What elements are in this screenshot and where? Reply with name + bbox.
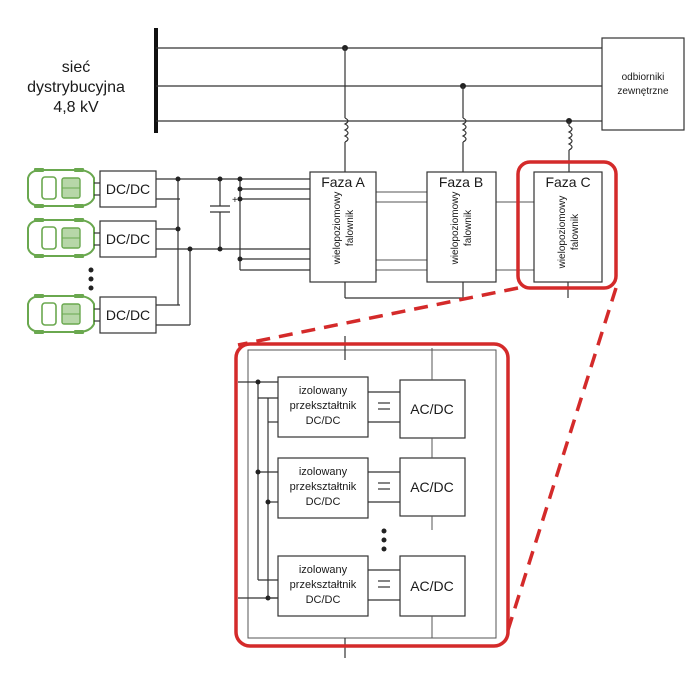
dcdc-box-3	[99, 296, 157, 334]
converter-module-2: izolowany przekształtnik DC/DC AC/DC	[255, 457, 466, 519]
grid-voltage: 4,8 kV	[53, 99, 99, 116]
phase-a-box	[309, 171, 377, 283]
external-loads-box	[601, 37, 685, 131]
iso-label-3: DC/DC	[306, 496, 341, 508]
ellipsis-dot	[88, 276, 94, 282]
phase-c-highlight	[516, 160, 618, 290]
iso-label-2: przekształtnik	[290, 400, 357, 412]
dcdc-label-2: DC/DC	[106, 231, 150, 247]
iso-dcdc-box-1	[277, 376, 369, 438]
loads-label-line2: zewnętrzne	[617, 86, 669, 97]
iso-dcdc-box-2	[277, 457, 369, 519]
iso-label-1: izolowany	[299, 385, 348, 397]
grid-label-line2: dystrybucyjna	[27, 79, 125, 96]
dcdc-box-1	[99, 170, 157, 208]
electric-car-icon	[27, 293, 95, 335]
acdc-box-3	[399, 555, 466, 617]
phase-c-label: Faza C	[545, 174, 590, 190]
acdc-label-1: AC/DC	[410, 401, 454, 417]
svg-text:+: +	[232, 195, 238, 206]
iso-label-3: DC/DC	[306, 415, 341, 427]
iso-label-3: DC/DC	[306, 594, 341, 606]
inverter-detail	[238, 336, 497, 658]
phase-b-label: Faza B	[439, 174, 483, 190]
iso-label-1: izolowany	[299, 564, 348, 576]
phase-a-sub2: falownik	[345, 209, 356, 246]
iso-label-1: izolowany	[299, 466, 348, 478]
zoom-line-right	[506, 287, 618, 631]
converter-module-1: izolowany przekształtnik DC/DC AC/DC	[258, 376, 466, 439]
phase-b-sub1: wielopoziomowy	[450, 192, 461, 266]
ellipsis-dot	[381, 537, 387, 543]
dcdc-label-1: DC/DC	[106, 181, 150, 197]
grid-bus	[154, 28, 602, 133]
phase-b-sub2: falownik	[463, 209, 474, 246]
electric-car-icon	[27, 168, 95, 208]
ellipsis-dot	[88, 285, 94, 291]
phase-a-label: Faza A	[321, 174, 365, 190]
capacitor-icon: +	[210, 179, 238, 249]
phase-c-sub2: falownik	[570, 213, 581, 250]
iso-label-2: przekształtnik	[290, 579, 357, 591]
acdc-box-2	[399, 457, 466, 517]
inductor-icon	[567, 121, 573, 172]
converter-module-3: izolowany przekształtnik DC/DC AC/DC	[258, 555, 466, 617]
inductor-icon	[343, 48, 349, 172]
inductor-icon	[461, 86, 467, 172]
ellipsis-dot	[381, 546, 387, 552]
ellipsis-dot	[381, 528, 387, 534]
dc-bus: +	[156, 176, 310, 326]
electric-car-icon	[27, 217, 95, 259]
ellipsis-dot	[88, 267, 94, 273]
zoom-line-left	[237, 286, 519, 347]
loads-label-line1: odbiorniki	[622, 72, 665, 83]
iso-dcdc-box-3	[277, 555, 369, 617]
detail-inner-frame	[247, 349, 497, 639]
dcdc-box-2	[99, 220, 157, 258]
phase-c-sub1: wielopoziomowy	[557, 196, 568, 270]
detail-highlight	[234, 342, 510, 648]
phase-a-sub1: wielopoziomowy	[332, 192, 343, 266]
iso-label-2: przekształtnik	[290, 481, 357, 493]
acdc-label-2: AC/DC	[410, 479, 454, 495]
acdc-label-3: AC/DC	[410, 578, 454, 594]
phase-b-box	[426, 171, 497, 283]
dcdc-label-3: DC/DC	[106, 307, 150, 323]
grid-label-line1: sieć	[62, 59, 90, 76]
